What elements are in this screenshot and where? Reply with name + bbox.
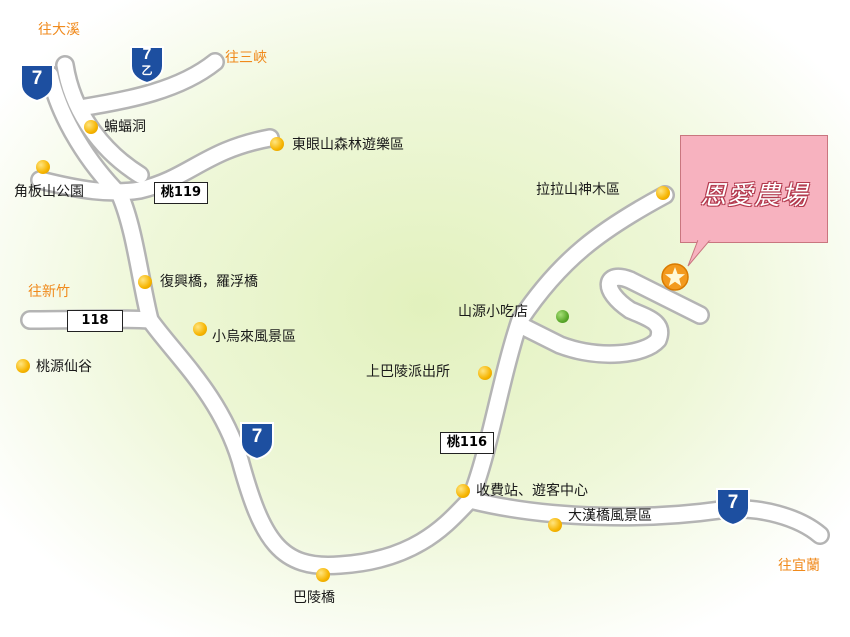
poi-marker <box>193 322 207 336</box>
callout-pointer <box>687 240 711 267</box>
route-118-label: 118 <box>67 310 123 332</box>
poi-xiaowulai: 小烏來風景區 <box>212 329 296 345</box>
poi-marker <box>84 120 98 134</box>
highway-7-number: 7 <box>251 426 263 447</box>
poi-marker <box>16 359 30 373</box>
poi-marker <box>456 484 470 498</box>
poi-baling-bridge: 巴陵橋 <box>293 590 335 606</box>
direction-yilan: 往宜蘭 <box>778 558 820 574</box>
poi-marker-green <box>556 310 569 323</box>
highway-7-shield-east: 7 <box>714 486 752 527</box>
direction-daxi: 往大溪 <box>38 22 80 38</box>
poi-marker <box>138 275 152 289</box>
poi-jiaoban-park: 角板山公園 <box>14 184 84 200</box>
highway-7b-shield: 7 乙 <box>128 44 166 85</box>
route-tao119-label: 桃119 <box>154 182 208 204</box>
poi-marker <box>548 518 562 532</box>
poi-shangbaling-police: 上巴陵派出所 <box>366 364 450 380</box>
farm-callout: 恩愛農場 <box>680 135 828 267</box>
poi-taoyuan-valley: 桃源仙谷 <box>36 359 92 375</box>
farm-callout-box <box>680 135 828 243</box>
poi-lala-mountain: 拉拉山神木區 <box>536 182 620 198</box>
poi-marker <box>316 568 330 582</box>
highway-7-number: 7 <box>31 68 43 89</box>
poi-marker <box>656 186 670 200</box>
poi-marker <box>270 137 284 151</box>
highway-7b-suffix: 乙 <box>141 64 153 77</box>
direction-hsinchu: 往新竹 <box>28 284 70 300</box>
farm-name: 恩愛農場 <box>699 181 808 211</box>
poi-toll-visitor-center: 收費站、遊客中心 <box>476 483 588 499</box>
poi-bat-cave: 蝙蝠洞 <box>104 119 146 135</box>
poi-dahan-bridge: 大漢橋風景區 <box>568 508 652 524</box>
farm-star-icon <box>661 263 689 291</box>
poi-dongyan-forest: 東眼山森林遊樂區 <box>292 137 404 153</box>
direction-sanxia: 往三峽 <box>225 50 267 66</box>
poi-marker <box>478 366 492 380</box>
highway-7-shield-middle: 7 <box>238 420 276 461</box>
highway-7b-number: 7 <box>142 46 152 63</box>
poi-shanyuan-eatery: 山源小吃店 <box>458 304 528 320</box>
poi-fuxing-bridge: 復興橋，羅浮橋 <box>160 274 258 290</box>
route-tao116-label: 桃116 <box>440 432 494 454</box>
highway-7-shield-north: 7 <box>18 62 56 103</box>
poi-marker <box>36 160 50 174</box>
highway-7-number: 7 <box>727 492 739 513</box>
